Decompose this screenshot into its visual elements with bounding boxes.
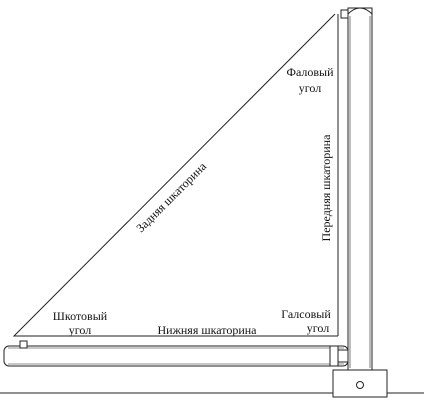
boom: [3, 345, 349, 367]
mast-base: [332, 369, 388, 398]
mast: [347, 7, 373, 371]
foot-label: Нижняя шкаторина: [158, 323, 258, 337]
leech-label: Задняя шкаторина: [133, 159, 209, 235]
clew-corner-label-line1: Шкотовый: [53, 309, 108, 323]
head-corner-label-line1: Фаловый: [286, 65, 334, 79]
head-grommet: [340, 9, 349, 19]
tack-corner-label-line2: угол: [307, 321, 329, 335]
clew-grommet: [19, 340, 28, 349]
sail-triangle: [12, 13, 338, 337]
luff-label: Передняя шкаторина: [319, 134, 333, 242]
gooseneck-fitting: [329, 345, 339, 367]
tack-corner-label-line1: Галсовый: [281, 307, 331, 321]
head-corner-label-line2: угол: [299, 81, 321, 95]
mast-base-bolt: [356, 381, 364, 389]
clew-corner-label-line2: угол: [69, 323, 91, 337]
